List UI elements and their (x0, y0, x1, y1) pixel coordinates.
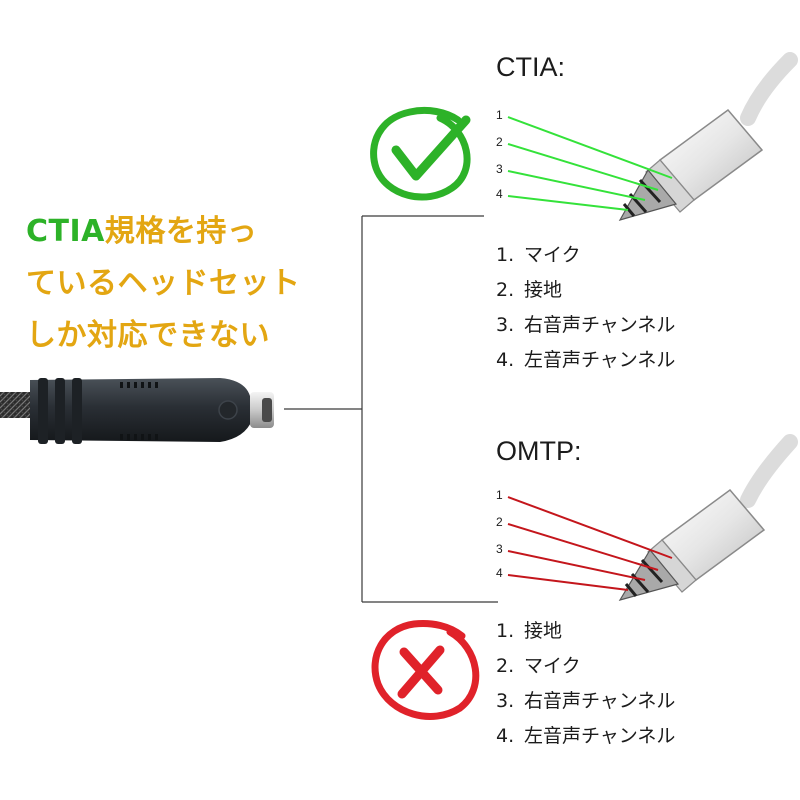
plug-cable (740, 52, 798, 126)
pin-number: 1. (496, 244, 515, 266)
pin-label: マイク (524, 244, 581, 266)
connector-body (30, 378, 252, 442)
pin-number: 2. (496, 279, 515, 301)
pin-number: 3. (496, 314, 515, 336)
ctia-pin-list: 1. マイク 2. 接地 3. 右音声チャンネル 4. 左音声チャンネル (496, 238, 675, 378)
omtp-wires (507, 496, 673, 591)
omtp-wire-2 (507, 523, 659, 571)
braided-cable (0, 392, 34, 418)
pin-number: 1. (496, 620, 515, 642)
ctia-wire-4 (507, 195, 629, 211)
connector-logo (218, 400, 238, 420)
ctia-wire-1 (507, 116, 673, 179)
ctia-title: CTIA: (496, 52, 566, 82)
omtp-pin-item: 4. 左音声チャンネル (496, 719, 675, 754)
cross-icon (371, 620, 480, 720)
pin-label: マイク (524, 655, 581, 677)
grip-ridge (72, 378, 82, 444)
ctia-pin-tag-4: 4 (496, 187, 503, 201)
pin-label: 接地 (524, 620, 563, 642)
headline-line-1-rest: 規格を持っ (104, 214, 258, 249)
pin-label: 接地 (524, 279, 563, 301)
pin-label: 左音声チャンネル (524, 349, 676, 371)
ctia-wires (507, 116, 673, 211)
vent-slots (120, 382, 158, 440)
headline-lead: CTIA (26, 214, 105, 249)
bracket-lines (284, 215, 498, 603)
pin-label: 右音声チャンネル (524, 690, 676, 712)
headline-line-1: CTIA規格を持っ (26, 206, 326, 258)
ctia-wire-3 (507, 170, 646, 201)
pin-label: 左音声チャンネル (524, 725, 676, 747)
pin-number: 3. (496, 690, 515, 712)
plug-band (624, 583, 638, 597)
pin-number: 2. (496, 655, 515, 677)
omtp-pin-item: 2. マイク (496, 649, 675, 684)
grip-ridge (38, 378, 48, 444)
omtp-title: OMTP: (496, 436, 582, 466)
omtp-wire-3 (507, 550, 646, 581)
pin-number: 4. (496, 349, 515, 371)
omtp-pin-tag-3: 3 (496, 542, 503, 556)
ctia-pin-item: 2. 接地 (496, 273, 675, 308)
plug-pin (618, 548, 680, 601)
check-icon (370, 106, 471, 201)
plug-band (638, 178, 662, 204)
jack-hole (262, 398, 272, 422)
omtp-wire-1 (507, 496, 673, 559)
omtp-pin-list: 1. 接地 2. マイク 3. 右音声チャンネル 4. 左音声チャンネル (496, 614, 675, 754)
ctia-wire-2 (507, 143, 659, 191)
ctia-pin-tag-2: 2 (496, 135, 503, 149)
plug-cable (740, 434, 798, 508)
ctia-pin-tag-3: 3 (496, 162, 503, 176)
ctia-pin-tag-1: 1 (496, 108, 503, 122)
ctia-plug (618, 52, 798, 221)
plug-band (622, 203, 636, 217)
pin-label: 右音声チャンネル (524, 314, 676, 336)
plug-pin (618, 168, 678, 221)
headline-line-2: ているヘッドセット (26, 266, 301, 301)
ctia-pin-item: 1. マイク (496, 238, 675, 273)
omtp-pin-tag-2: 2 (496, 515, 503, 529)
female-connector (0, 378, 274, 444)
ctia-pin-item: 3. 右音声チャンネル (496, 308, 675, 343)
omtp-pin-tag-4: 4 (496, 566, 503, 580)
omtp-wire-4 (507, 574, 629, 591)
omtp-pin-item: 1. 接地 (496, 614, 675, 649)
grip-ridge (55, 378, 65, 444)
plug-band (640, 558, 664, 584)
omtp-pin-tag-1: 1 (496, 488, 503, 502)
ctia-pin-item: 4. 左音声チャンネル (496, 343, 675, 378)
omtp-pin-item: 3. 右音声チャンネル (496, 684, 675, 719)
pin-number: 4. (496, 725, 515, 747)
headline: CTIA規格を持っ ているヘッドセット しか対応できない (26, 206, 326, 362)
headline-line-3: しか対応できない (26, 318, 270, 353)
omtp-plug (618, 434, 798, 601)
